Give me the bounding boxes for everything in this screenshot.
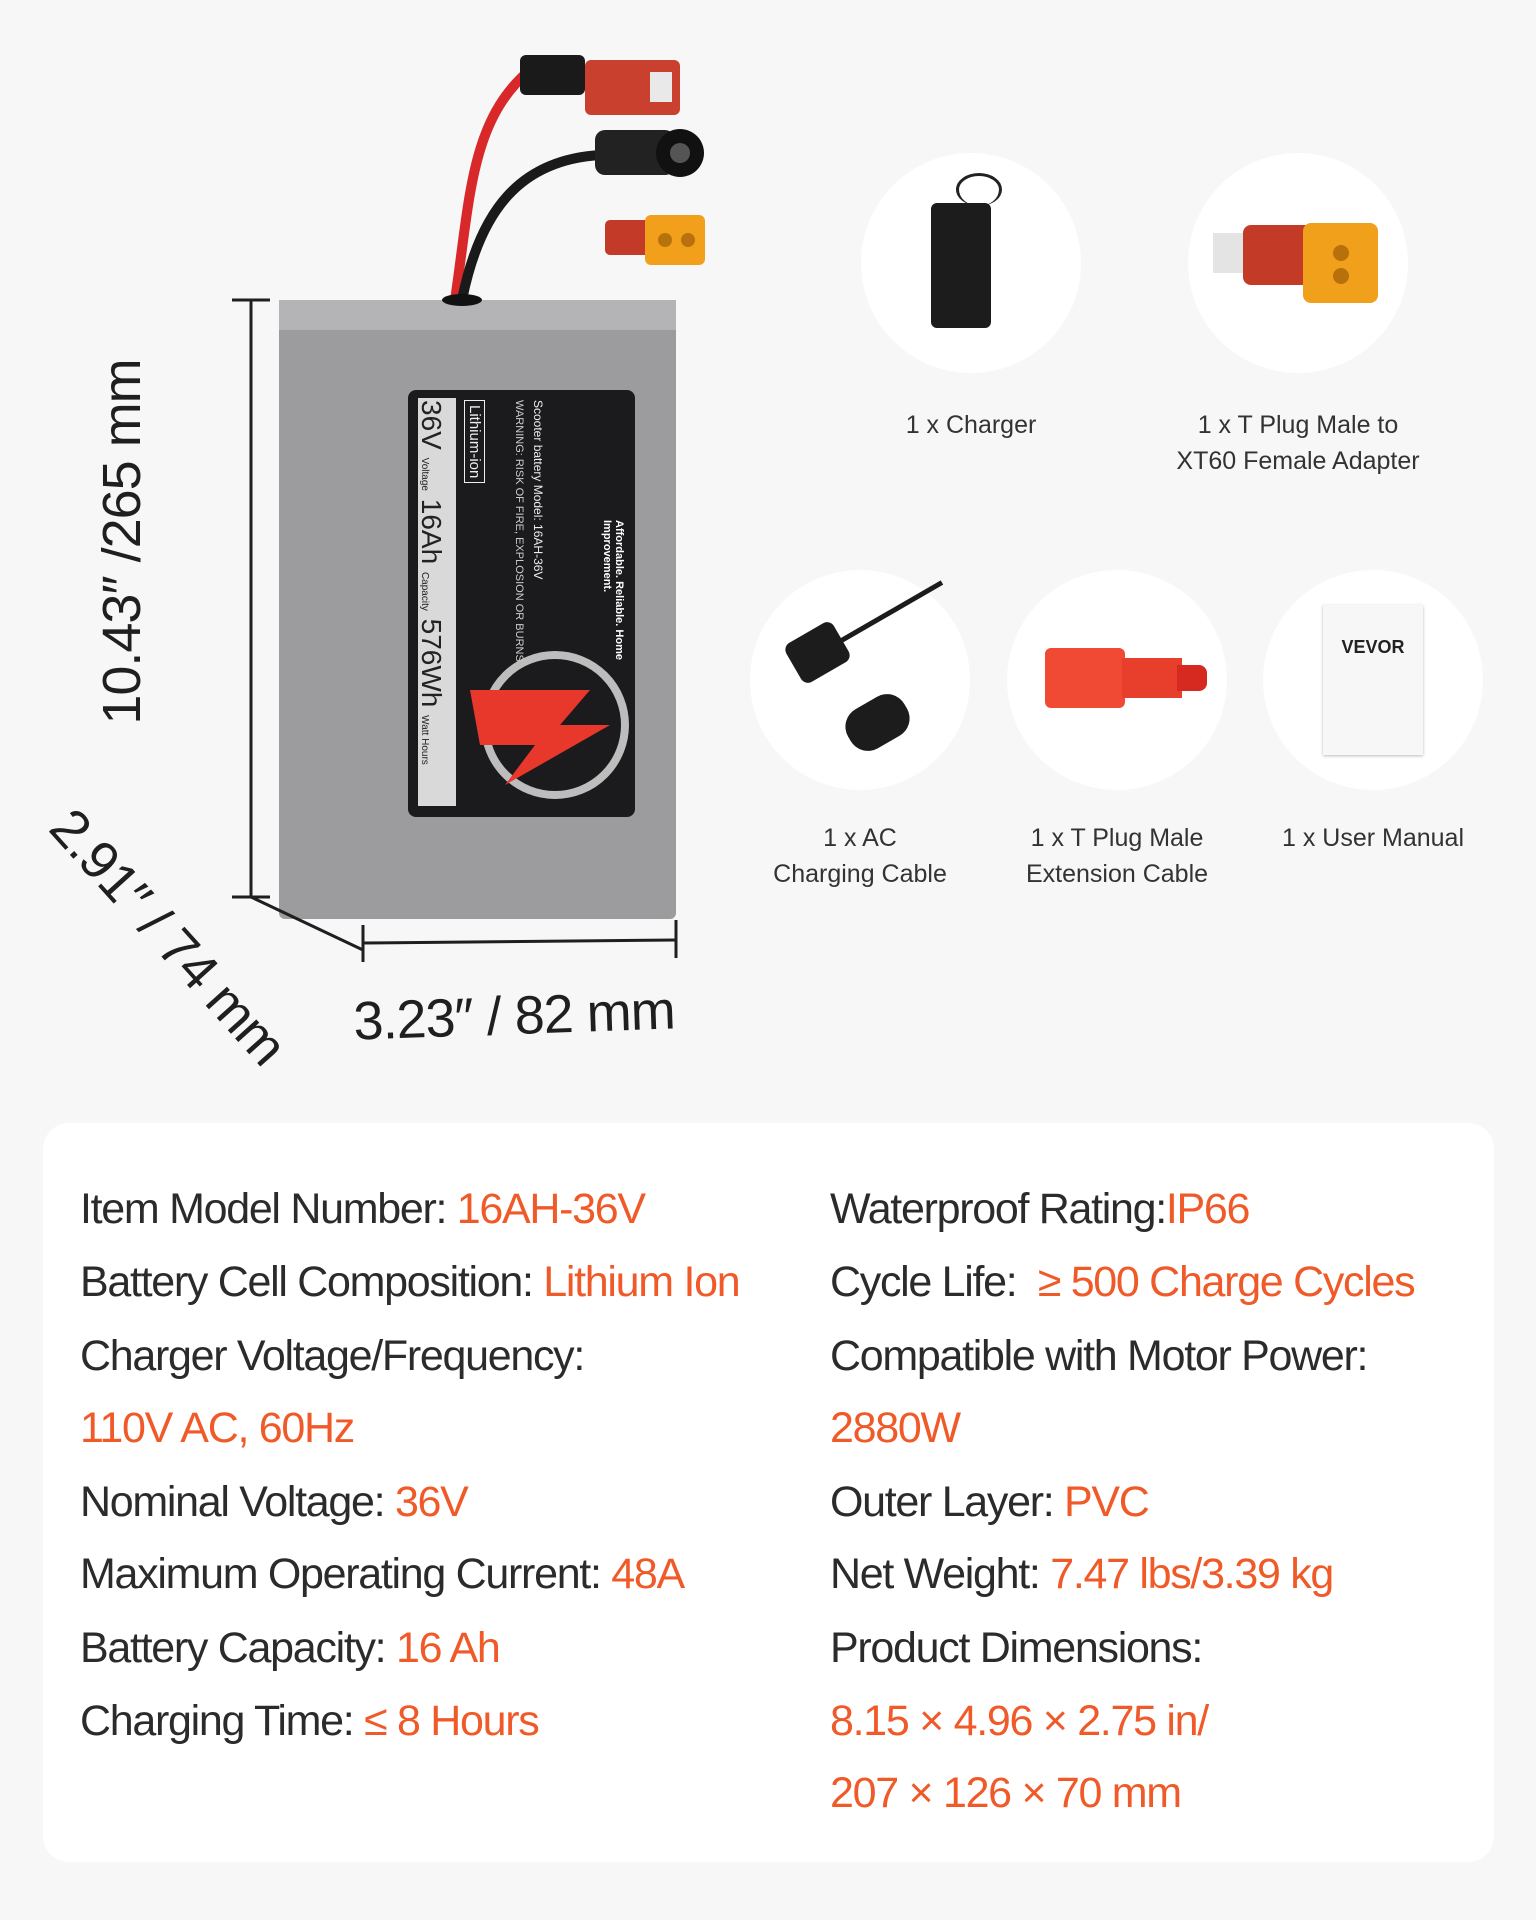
spec-row: 110V AC, 60Hz [80,1403,355,1453]
label-energy: 576Wh [416,618,447,708]
spec-row: 207 × 126 × 70 mm [830,1768,1182,1818]
spec-value: 2880W [830,1404,961,1452]
spec-label: Nominal Voltage: [80,1478,395,1526]
spec-label: Product Dimensions: [830,1624,1203,1672]
spec-row: Outer Layer: PVC [830,1477,1150,1527]
battery-illustration [232,55,705,962]
width-dimension: 3.23″ / 82 mm [352,980,676,1052]
spec-card [43,1123,1494,1862]
t-plug-connector [520,55,585,95]
spec-value: IP66 [1165,1185,1251,1233]
spec-row: Cycle Life: ≥ 500 Charge Cycles [830,1257,1416,1307]
spec-label: Cycle Life: [830,1258,1038,1306]
spec-value: 16AH-36V [456,1185,646,1233]
label-voltage: 36V [416,400,447,450]
spec-value: PVC [1064,1478,1150,1526]
spec-label: Net Weight: [830,1550,1051,1598]
spec-value: 7.47 lbs/3.39 kg [1050,1550,1334,1598]
spec-label: Outer Layer: [830,1478,1065,1526]
manual-brand: VEVOR [1341,637,1405,657]
spec-label: Item Model Number: [80,1185,457,1233]
spec-label: Charging Time: [80,1697,365,1745]
spec-value: Lithium Ion [543,1258,740,1306]
accessory-manual-image: VEVOR [1263,570,1483,790]
battery-label [408,390,635,817]
spec-label: Charger Voltage/Frequency: [80,1332,585,1380]
accessory-extension-cable-image [1007,570,1227,790]
spec-label: Battery Capacity: [80,1624,396,1672]
spec-row: Product Dimensions: [830,1623,1203,1673]
spec-value: ≥ 500 Charge Cycles [1037,1258,1416,1306]
spec-value: 8.15 × 4.96 × 2.75 in/ [830,1697,1209,1745]
lightning-logo [470,690,610,785]
accessory-charger-image [861,153,1081,373]
spec-row: 2880W [830,1403,961,1453]
spec-value: 207 × 126 × 70 mm [830,1769,1182,1817]
height-dimension: 10.43″ /265 mm [92,359,152,725]
spec-row: 8.15 × 4.96 × 2.75 in/ [830,1696,1209,1746]
spec-label: Waterproof Rating: [830,1185,1167,1233]
caption-charger: 1 x Charger [905,411,1037,439]
caption-user-manual: 1 x User Manual [1281,824,1465,852]
spec-value: 48A [611,1550,685,1598]
spec-row: Maximum Operating Current: 48A [80,1549,685,1599]
accessory-adapter-image [1188,153,1408,373]
spec-value: ≤ 8 Hours [364,1697,540,1745]
spec-value: 16 Ah [395,1624,501,1672]
accessory-ac-cable-image [750,570,970,790]
spec-label: Maximum Operating Current: [80,1550,612,1598]
label-capacity: 16Ah [416,498,447,565]
spec-row: Battery Cell Composition: Lithium Ion [80,1257,741,1307]
black-cable [457,150,601,301]
xt60-adapter [605,220,650,255]
spec-row: Battery Capacity: 16 Ah [80,1623,501,1673]
spec-row: Charger Voltage/Frequency: [80,1331,585,1381]
spec-row: Compatible with Motor Power: [830,1331,1368,1381]
spec-row: Net Weight: 7.47 lbs/3.39 kg [830,1549,1334,1599]
spec-row: Nominal Voltage: 36V [80,1477,469,1527]
spec-row: Waterproof Rating:IP66 [830,1184,1251,1234]
spec-row: Item Model Number: 16AH-36V [80,1184,646,1234]
dc-barrel-connector [595,130,675,175]
battery-label-text: 36V Voltage 16Ah Capacity 576Wh Watt Hou… [416,400,625,765]
spec-value: 110V AC, 60Hz [80,1404,355,1452]
spec-value: 36V [394,1478,469,1526]
spec-row: Charging Time: ≤ 8 Hours [80,1696,540,1746]
label-chemistry: Lithium-ion [464,400,485,484]
spec-label: Compatible with Motor Power: [830,1332,1368,1380]
red-cable [450,66,534,301]
spec-label: Battery Cell Composition: [80,1258,544,1306]
